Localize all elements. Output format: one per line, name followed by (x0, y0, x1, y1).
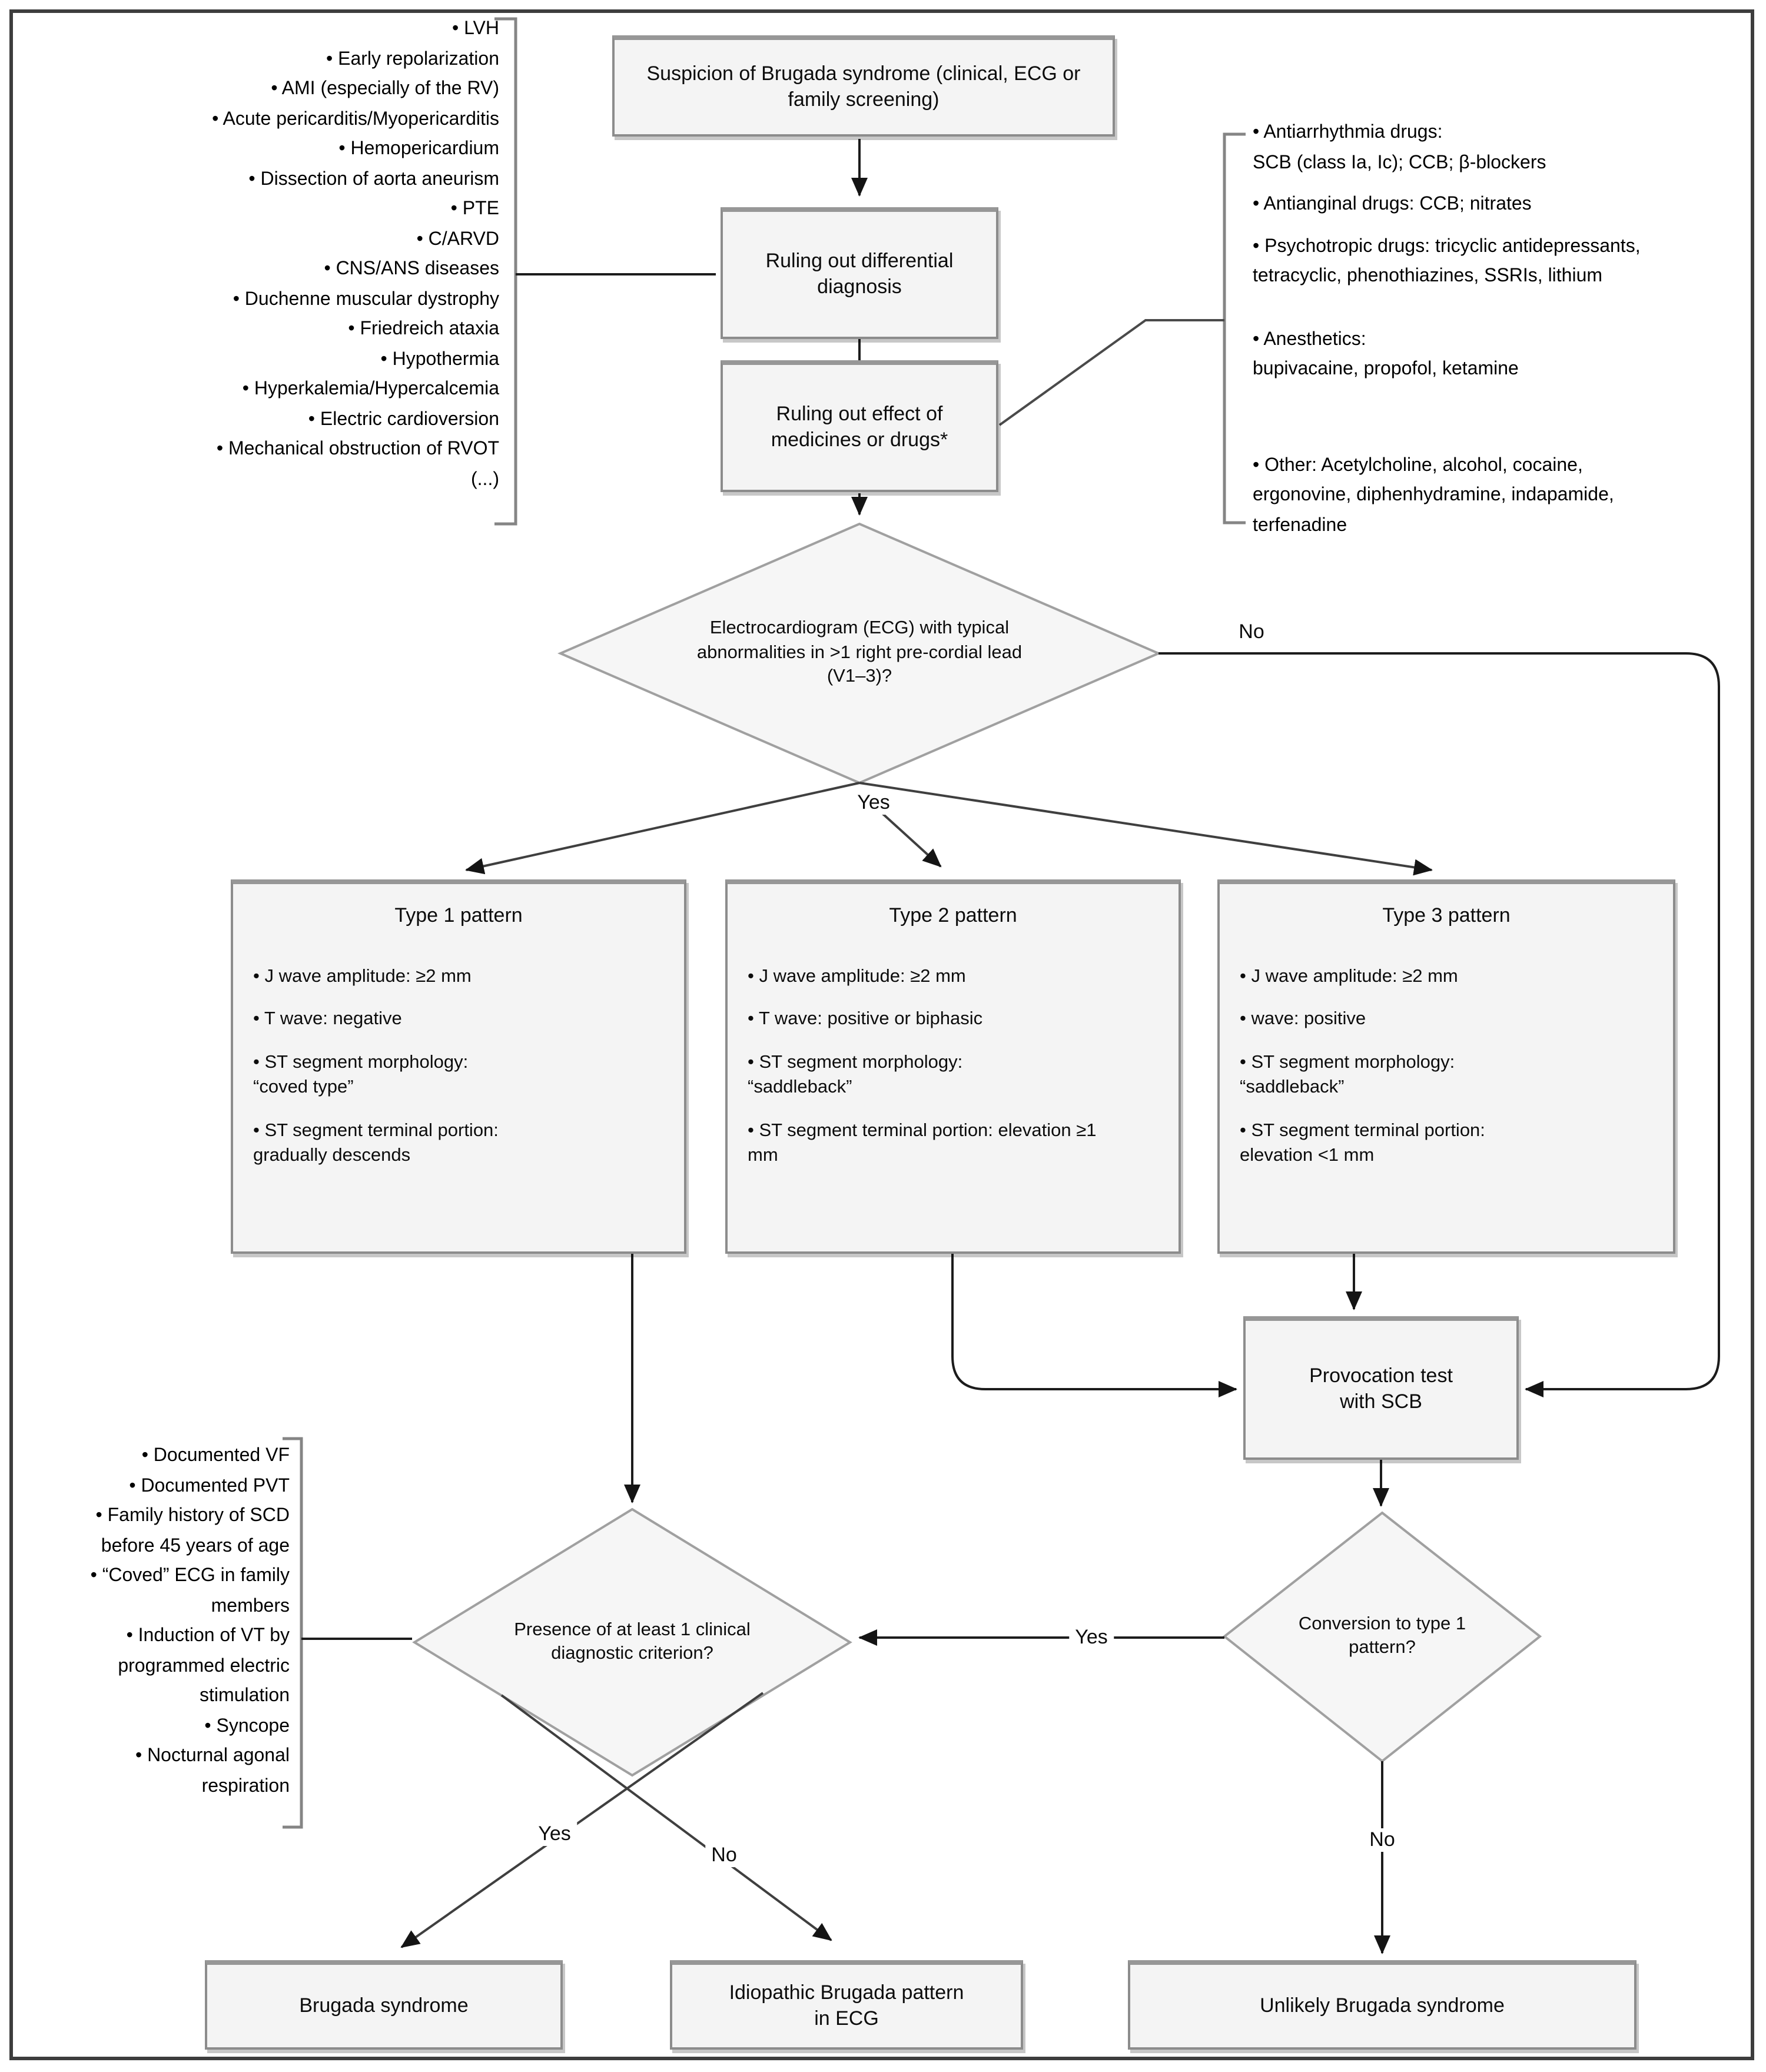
list-item: • AMI (especially of the RV) (271, 79, 499, 99)
brugada-syndrome-node: Brugada syndrome (205, 1960, 563, 2050)
type2-title: Type 2 pattern (889, 904, 1017, 927)
list-item: • Early repolarization (326, 49, 499, 69)
clinical-criteria-list: • Documented VF • Documented PVT • Famil… (35, 1441, 290, 1801)
type1-line: • ST segment morphology: (253, 1052, 469, 1072)
list-item: • Documented VF (141, 1446, 290, 1466)
conversion-no-label: No (1363, 1828, 1401, 1852)
list-item: • PTE (450, 199, 499, 219)
list-item: tetracyclic, phenothiazines, SSRIs, lith… (1253, 266, 1603, 286)
list-item: • Antiarrhythmia drugs: (1253, 122, 1443, 142)
type1-line: “coved type” (253, 1077, 354, 1098)
list-item: • Family history of SCD (95, 1506, 290, 1526)
ecg-yes-label: Yes (851, 791, 896, 815)
ecg-decision-label: Electrocardiogram (ECG) with typical abn… (696, 618, 1023, 687)
type3-line: • J wave amplitude: ≥2 mm (1240, 967, 1458, 987)
ruling-out-differential-node: Ruling out differential diagnosis (721, 207, 998, 339)
ruling-out-effect-node: Ruling out effect of medicines or drugs* (721, 360, 998, 492)
type3-line: • ST segment terminal portion: (1240, 1120, 1485, 1141)
type1-line: gradually descends (253, 1145, 411, 1166)
edge-ecg-yes-to-type1 (465, 782, 860, 875)
type1-pattern-node: Type 1 pattern • J wave amplitude: ≥2 mm… (231, 879, 686, 1254)
criteria-list-bracket (283, 1437, 303, 1829)
unlikely-brugada-label: Unlikely Brugada syndrome (1260, 1994, 1505, 2017)
list-item: before 45 years of age (101, 1536, 290, 1556)
type3-line: “saddleback” (1240, 1077, 1345, 1098)
list-item: • Hypothermia (380, 349, 500, 369)
edge-ecg-no-to-provocation (1158, 652, 1720, 1397)
type1-line: • ST segment terminal portion: (253, 1120, 499, 1141)
type2-line: • ST segment terminal portion: elevation… (748, 1120, 1097, 1141)
list-item: • Hyperkalemia/Hypercalcemia (242, 379, 499, 399)
provocation-label: Provocation test with SCB (1309, 1364, 1453, 1413)
ecg-no-label: No (1233, 620, 1270, 644)
idiopathic-pattern-node: Idiopathic Brugada pattern in ECG (670, 1960, 1023, 2050)
list-item: • “Coved” ECG in family (90, 1566, 290, 1586)
list-item: • Nocturnal agonal (135, 1746, 290, 1766)
list-item: • Dissection of aorta aneurism (248, 169, 499, 189)
list-item: • Electric cardioversion (308, 409, 499, 429)
type3-line: elevation <1 mm (1240, 1145, 1375, 1166)
list-item: bupivacaine, propofol, ketamine (1253, 359, 1519, 379)
list-item: • Mechanical obstruction of RVOT (216, 439, 499, 459)
list-item: • Acute pericarditis/Myopericarditis (212, 109, 499, 129)
list-item: • Induction of VT by (126, 1626, 290, 1646)
connector-rulingeffect-to-drugs-bracket (998, 319, 1224, 426)
type2-line: • T wave: positive or biphasic (748, 1009, 983, 1030)
list-item: • Documented PVT (129, 1476, 290, 1496)
list-item: terfenadine (1253, 515, 1347, 535)
drugs-list-bracket (1223, 132, 1246, 524)
list-item: • LVH (452, 19, 499, 39)
list-item: ergonovine, diphenhydramine, indapamide, (1253, 485, 1614, 505)
ruling-out-effect-label: Ruling out effect of medicines or drugs* (771, 402, 948, 451)
presence-no-label: No (705, 1844, 743, 1867)
list-item: • Anesthetics: (1253, 329, 1366, 349)
ruling-out-differential-label: Ruling out differential diagnosis (765, 249, 954, 298)
type3-line: • wave: positive (1240, 1009, 1366, 1030)
presence-decision-label: Presence of at least 1 clinical diagnost… (514, 1619, 751, 1663)
type2-line: • J wave amplitude: ≥2 mm (748, 967, 966, 987)
list-item: • Duchenne muscular dystrophy (233, 289, 499, 309)
provocation-node: Provocation test with SCB (1243, 1316, 1519, 1460)
edge-presence-no-to-idiopathic (500, 1694, 832, 1941)
unlikely-brugada-node: Unlikely Brugada syndrome (1128, 1960, 1636, 2050)
list-item: • Other: Acetylcholine, alcohol, cocaine… (1253, 455, 1583, 475)
list-item: • Psychotropic drugs: tricyclic antidepr… (1253, 236, 1641, 256)
brugada-syndrome-label: Brugada syndrome (299, 1994, 469, 2017)
type1-line: • T wave: negative (253, 1009, 402, 1030)
differential-diagnosis-list: • LVH • Early repolarization • AMI (espe… (35, 14, 499, 494)
list-item: • Syncope (204, 1716, 290, 1736)
idiopathic-pattern-label: Idiopathic Brugada pattern in ECG (729, 1981, 964, 2030)
type3-pattern-node: Type 3 pattern • J wave amplitude: ≥2 mm… (1217, 879, 1675, 1254)
list-item: respiration (201, 1776, 290, 1796)
differential-list-bracket (494, 17, 517, 526)
type1-title: Type 1 pattern (394, 904, 523, 927)
type1-line: • J wave amplitude: ≥2 mm (253, 967, 472, 987)
edge-type2-to-provocation (951, 1254, 1237, 1397)
type2-line: “saddleback” (748, 1077, 852, 1098)
type3-line: • ST segment morphology: (1240, 1052, 1455, 1072)
list-item: • Friedreich ataxia (348, 319, 499, 339)
list-item: members (211, 1596, 290, 1616)
type2-pattern-node: Type 2 pattern • J wave amplitude: ≥2 mm… (725, 879, 1181, 1254)
list-item: programmed electric (118, 1656, 290, 1676)
edge-ecg-yes-to-type3 (859, 782, 1433, 876)
type2-line: • ST segment morphology: (748, 1052, 963, 1072)
list-item: stimulation (200, 1686, 290, 1706)
list-item: (...) (471, 469, 499, 489)
suspicion-node: Suspicion of Brugada syndrome (clinical,… (612, 35, 1115, 137)
list-item: • Hemopericardium (338, 139, 499, 159)
list-item: • Antianginal drugs: CCB; nitrates (1253, 194, 1532, 214)
type2-line: mm (748, 1145, 778, 1166)
suspicion-label: Suspicion of Brugada syndrome (clinical,… (646, 62, 1081, 111)
list-item: SCB (class Ia, Ic); CCB; β-blockers (1253, 152, 1546, 172)
conversion-yes-label: Yes (1069, 1626, 1114, 1649)
edge-presence-yes-to-brugada (400, 1692, 764, 1948)
conversion-decision-label: Conversion to type 1 pattern? (1298, 1613, 1466, 1658)
list-item: • CNS/ANS diseases (324, 259, 499, 279)
type3-title: Type 3 pattern (1382, 904, 1511, 927)
presence-yes-label: Yes (532, 1822, 577, 1846)
drugs-list: • Antiarrhythmia drugs: SCB (class Ia, I… (1253, 118, 1726, 540)
list-item: • C/ARVD (416, 229, 499, 249)
